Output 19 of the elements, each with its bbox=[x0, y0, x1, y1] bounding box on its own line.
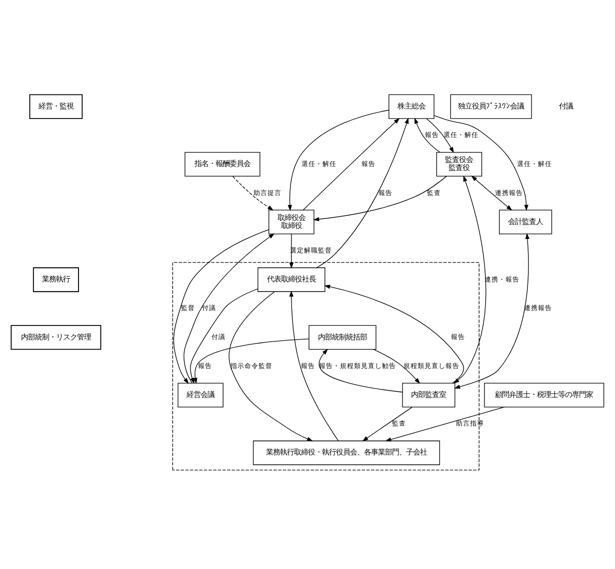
arrow bbox=[318, 348, 403, 392]
arrow bbox=[193, 338, 310, 384]
arrow bbox=[289, 290, 339, 441]
arrow bbox=[316, 117, 409, 268]
arrow bbox=[426, 118, 454, 153]
arrow bbox=[190, 288, 258, 384]
arrow bbox=[232, 176, 274, 210]
arrow bbox=[385, 406, 505, 441]
arrow bbox=[184, 232, 275, 383]
arrow bbox=[313, 175, 447, 221]
arrow bbox=[288, 109, 390, 210]
arrow bbox=[362, 406, 412, 441]
arrow bbox=[471, 175, 512, 210]
arrow bbox=[414, 117, 440, 152]
arrow bbox=[372, 348, 420, 384]
arrow bbox=[302, 118, 400, 210]
arrow bbox=[228, 290, 313, 441]
arrow bbox=[434, 114, 528, 210]
arrow bbox=[173, 228, 270, 384]
